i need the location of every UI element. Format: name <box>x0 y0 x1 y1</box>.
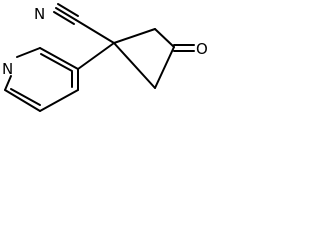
bond-pyridine-c6-c5 <box>4 89 41 112</box>
bond-ring-right-upper <box>154 28 175 48</box>
bond-quaternary-to-nitrile-carbon <box>75 19 115 44</box>
bond-nitrile-triple-2 <box>55 7 77 21</box>
bond-ring-bottom <box>113 42 156 89</box>
bond-nitrile-triple-1 <box>53 11 75 25</box>
nitrile-nitrogen-label: N <box>34 5 45 23</box>
pyridine-ring: N <box>2 47 79 112</box>
bond-ring-right-lower <box>154 46 175 89</box>
structure-diagram: N O N <box>2 3 208 112</box>
nitrile-group: N <box>34 3 115 44</box>
bond-quaternary-to-pyridine <box>77 42 115 70</box>
bond-pyridine-inner-c3-c2 <box>40 53 73 72</box>
bond-ring-top <box>113 28 156 44</box>
bond-pyridine-inner-c6-c5 <box>10 88 41 106</box>
pyridine-nitrogen-label: N <box>2 60 13 78</box>
carbonyl-oxygen-label: O <box>196 40 208 58</box>
bond-pyridine-c5-c4 <box>39 89 79 112</box>
cyclobutanone-ring: O <box>113 28 208 89</box>
bond-pyridine-n1-c6 <box>4 75 12 91</box>
bond-pyridine-c3-c2 <box>39 47 79 70</box>
bond-nitrile-triple-3 <box>57 3 79 17</box>
bond-pyridine-c2-n1 <box>16 47 41 58</box>
